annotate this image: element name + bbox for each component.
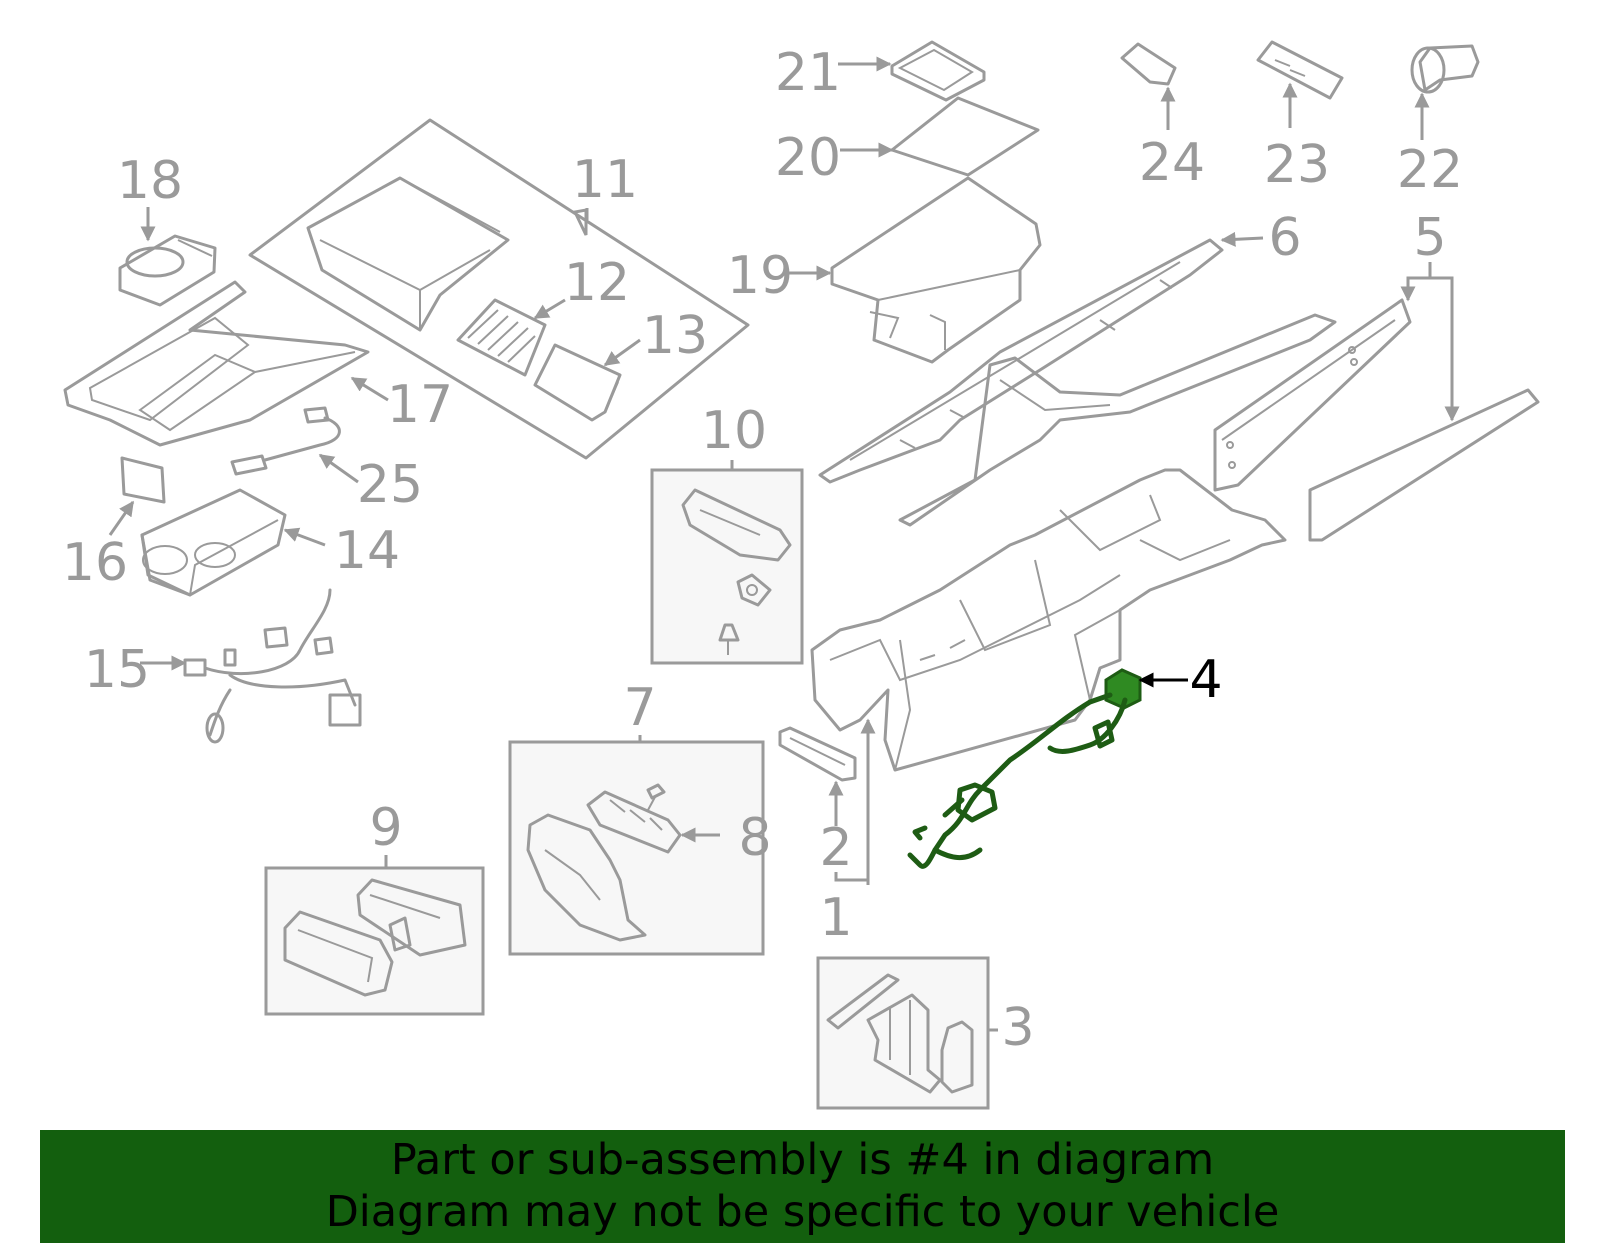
- part-19-armrest: [830, 176, 1042, 364]
- callout-10: 10: [701, 401, 767, 461]
- callout-24: 24: [1139, 133, 1205, 193]
- part-22-knob: [1410, 44, 1480, 94]
- part-17-console-trim-panel: [63, 280, 370, 447]
- leader-lines: [108, 56, 1460, 1032]
- part-15-wiring-harness: [183, 588, 362, 744]
- part-1-upper-frame: [898, 313, 1337, 527]
- part-4-console-wiring-harness: [907, 668, 1142, 869]
- callout-25: 25: [357, 455, 423, 515]
- callout-labels: 1 2 3 4 5 6 7 8 9 10 11 12 13 14 15 16 1…: [62, 43, 1463, 1058]
- part-1-console-body: [810, 468, 1287, 772]
- callout-20: 20: [775, 128, 841, 188]
- callout-14: 14: [334, 521, 400, 581]
- callout-19: 19: [727, 246, 793, 306]
- info-banner: Part or sub-assembly is #4 in diagram Di…: [40, 1130, 1565, 1243]
- callout-11: 11: [572, 150, 638, 210]
- banner-line-1: Part or sub-assembly is #4 in diagram: [390, 1135, 1215, 1185]
- part-23-label-plate: [1256, 40, 1344, 100]
- callout-17: 17: [387, 375, 453, 435]
- part-16-switch-block: [120, 456, 166, 504]
- callout-22: 22: [1397, 140, 1463, 200]
- callout-5: 5: [1413, 208, 1446, 268]
- callout-18: 18: [117, 151, 183, 211]
- callout-2: 2: [819, 818, 852, 878]
- box-10-assembly: [650, 468, 804, 665]
- callout-15: 15: [84, 640, 150, 700]
- box-3-assembly: [816, 956, 990, 1110]
- box-9-assembly: [264, 866, 485, 1016]
- callout-13: 13: [642, 306, 708, 366]
- callout-9: 9: [369, 798, 402, 858]
- part-2-bracket: [778, 726, 857, 782]
- part-20-mat: [890, 96, 1040, 177]
- box-11-assembly: [248, 118, 750, 460]
- callout-12: 12: [564, 253, 630, 313]
- callout-1: 1: [819, 888, 852, 948]
- callout-4: 4: [1189, 650, 1222, 710]
- callout-16: 16: [62, 533, 128, 593]
- part-14-cupholder: [140, 488, 287, 597]
- callout-6: 6: [1268, 208, 1301, 268]
- callout-7: 7: [623, 678, 656, 738]
- part-5-side-panels: [1213, 298, 1540, 542]
- part-8-switch-pack: [586, 790, 682, 854]
- part-6-upper-rail: [818, 238, 1224, 484]
- banner-line-2: Diagram may not be specific to your vehi…: [325, 1187, 1280, 1237]
- box-7-assembly: [508, 740, 765, 956]
- callout-3: 3: [1001, 998, 1034, 1058]
- part-25-wire-pigtail: [230, 406, 341, 476]
- callout-23: 23: [1264, 135, 1330, 195]
- callout-21: 21: [775, 43, 841, 103]
- part-18-shifter-bezel: [118, 234, 217, 307]
- part-24-bracket: [1120, 42, 1177, 86]
- callout-8: 8: [738, 808, 771, 868]
- part-21-tray-insert: [890, 40, 986, 102]
